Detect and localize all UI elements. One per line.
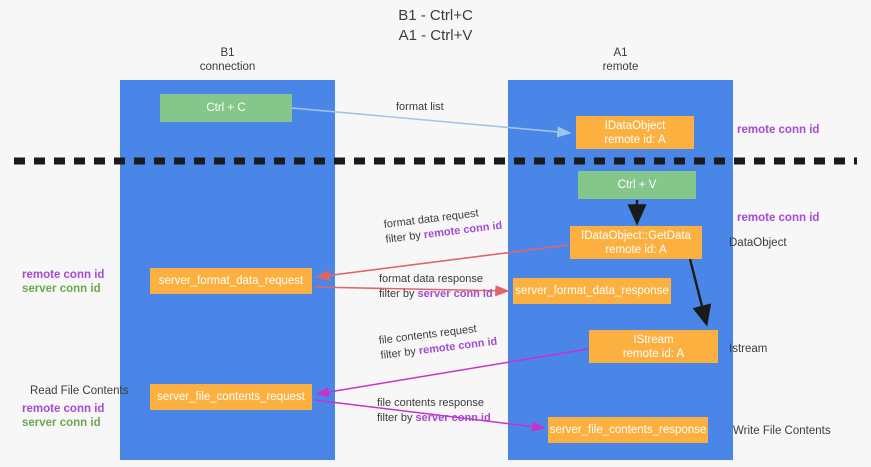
- node-idataobject-subtitle: remote id: A: [604, 133, 666, 146]
- annotation-left-read-file-contents: Read File Contents: [30, 384, 128, 398]
- edge-label-fdres-line2: filter by server conn id: [379, 287, 493, 302]
- edge-label-file-contents-response: file contents response filter by server …: [377, 396, 491, 426]
- node-server-format-data-response[interactable]: server_format_data_response: [513, 278, 671, 304]
- node-idataobject-title: IDataObject: [604, 119, 666, 132]
- annotation-left-conn-ids-format: remote conn id server conn id: [22, 268, 104, 296]
- node-server-format-data-request[interactable]: server_format_data_request: [150, 268, 312, 294]
- edge-label-fcres-line1: file contents response: [377, 397, 485, 409]
- node-sfc-request-label: server_file_contents_request: [157, 391, 305, 403]
- fdres-filter-key: server conn id: [417, 288, 493, 300]
- annotation-left-3-line2: server conn id: [22, 417, 101, 429]
- node-sfc-response-label: server_file_contents_response: [549, 424, 707, 436]
- annotation-right-4-text: Istream: [729, 343, 768, 355]
- node-getdata-title: IDataObject::GetData: [581, 229, 691, 242]
- edge-label-format-list: format list: [396, 100, 444, 115]
- annotation-right-5-text: Write File Contents: [733, 425, 831, 437]
- title-line-1: B1 - Ctrl+C: [398, 7, 473, 24]
- node-ctrl-v-label: Ctrl + V: [617, 179, 657, 191]
- fdreq-filter-prefix: filter by: [384, 229, 425, 246]
- edge-label-file-contents-request: file contents request filter by remote c…: [378, 320, 498, 364]
- node-istream-title: IStream: [633, 333, 674, 346]
- node-ctrl-v[interactable]: Ctrl + V: [578, 171, 696, 199]
- annotation-right-1-text: remote conn id: [737, 124, 820, 136]
- node-sfd-response-label: server_format_data_response: [515, 285, 669, 297]
- edge-label-format-data-response: format data response filter by server co…: [379, 272, 493, 302]
- node-istream[interactable]: IStream remote id: A: [589, 330, 718, 363]
- annotation-right-istream: Istream: [729, 342, 767, 356]
- edge-label-fdres-line1: format data response: [379, 273, 483, 285]
- fcres-filter-prefix: filter by: [377, 412, 416, 424]
- lane-b1-role: connection: [199, 61, 256, 73]
- annotation-left-1-line2: server conn id: [22, 283, 101, 295]
- annotation-left-2-text: Read File Contents: [30, 385, 129, 397]
- node-ctrl-c[interactable]: Ctrl + C: [160, 94, 292, 122]
- edge-label-fcres-line2: filter by server conn id: [377, 411, 491, 426]
- lane-header-b1: B1 connection: [120, 46, 335, 74]
- annotation-right-3-text: DataObject: [729, 237, 787, 249]
- lane-a1-name: A1: [613, 47, 628, 59]
- node-idataobject[interactable]: IDataObject remote id: A: [576, 116, 694, 149]
- annotation-left-1-line1: remote conn id: [22, 269, 105, 281]
- annotation-left-conn-ids-file: remote conn id server conn id: [22, 402, 104, 430]
- fcreq-filter-prefix: filter by: [379, 345, 420, 362]
- annotation-right-remote-conn-id-mid: remote conn id: [737, 211, 819, 225]
- edge-label-format-data-request: format data request filter by remote con…: [383, 204, 503, 248]
- annotation-left-3-line1: remote conn id: [22, 403, 105, 415]
- title-line-2: A1 - Ctrl+V: [398, 27, 473, 44]
- edge-label-format-list-text: format list: [396, 101, 444, 113]
- node-istream-subtitle: remote id: A: [622, 347, 685, 360]
- lane-a1-role: remote: [602, 61, 639, 73]
- annotation-right-dataobject: DataObject: [729, 236, 787, 250]
- annotation-right-write-file-contents: Write File Contents: [733, 424, 831, 438]
- node-server-file-contents-response[interactable]: server_file_contents_response: [548, 417, 708, 443]
- fcres-filter-key: server conn id: [415, 412, 491, 424]
- page-title: B1 - Ctrl+C A1 - Ctrl+V: [0, 6, 871, 46]
- node-idataobject-getdata[interactable]: IDataObject::GetData remote id: A: [570, 226, 702, 259]
- lane-header-a1: A1 remote: [508, 46, 733, 74]
- node-getdata-subtitle: remote id: A: [605, 243, 667, 256]
- annotation-right-remote-conn-id-top: remote conn id: [737, 123, 819, 137]
- lane-b1-name: B1: [220, 47, 235, 59]
- fdres-filter-prefix: filter by: [379, 288, 418, 300]
- annotation-right-2-text: remote conn id: [737, 212, 820, 224]
- node-ctrl-c-label: Ctrl + C: [206, 102, 246, 114]
- node-server-file-contents-request[interactable]: server_file_contents_request: [150, 384, 312, 410]
- node-sfd-request-label: server_format_data_request: [158, 275, 304, 287]
